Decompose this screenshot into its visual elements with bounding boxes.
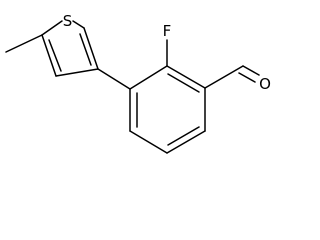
- benzene-ring: [129, 65, 206, 154]
- bond-aldehyde-c: [204, 65, 244, 89]
- bond-c4-c3: [55, 68, 99, 77]
- bond-thiophene-benzene: [97, 68, 131, 90]
- atom-oxygen-label: O: [259, 75, 271, 93]
- bond-b2-b3-inner: [167, 73, 200, 93]
- bond-c5-c4-inner: [48, 39, 62, 72]
- bond-c3-c2-inner: [79, 33, 92, 66]
- bond-c5-c4: [41, 34, 57, 77]
- bond-b4-b5-inner: [167, 126, 200, 146]
- atom-sulfur-label: S: [63, 12, 73, 30]
- bond-carbonyl: [242, 65, 260, 76]
- molecule-structure: S F O: [5, 12, 271, 154]
- bond-c2-s: [72, 20, 85, 29]
- bond-b5-b6: [129, 130, 168, 154]
- bond-b4-b5: [166, 130, 206, 154]
- bond-b2-b3: [166, 65, 206, 89]
- atom-fluorine-label: F: [163, 22, 172, 40]
- thiophene-ring: [41, 20, 99, 77]
- bond-b1-b2: [129, 65, 168, 90]
- bond-s-c5: [41, 20, 63, 36]
- bond-carbonyl-inner: [238, 72, 256, 83]
- bond-c3-c2: [83, 27, 99, 70]
- bond-methyl: [5, 34, 43, 53]
